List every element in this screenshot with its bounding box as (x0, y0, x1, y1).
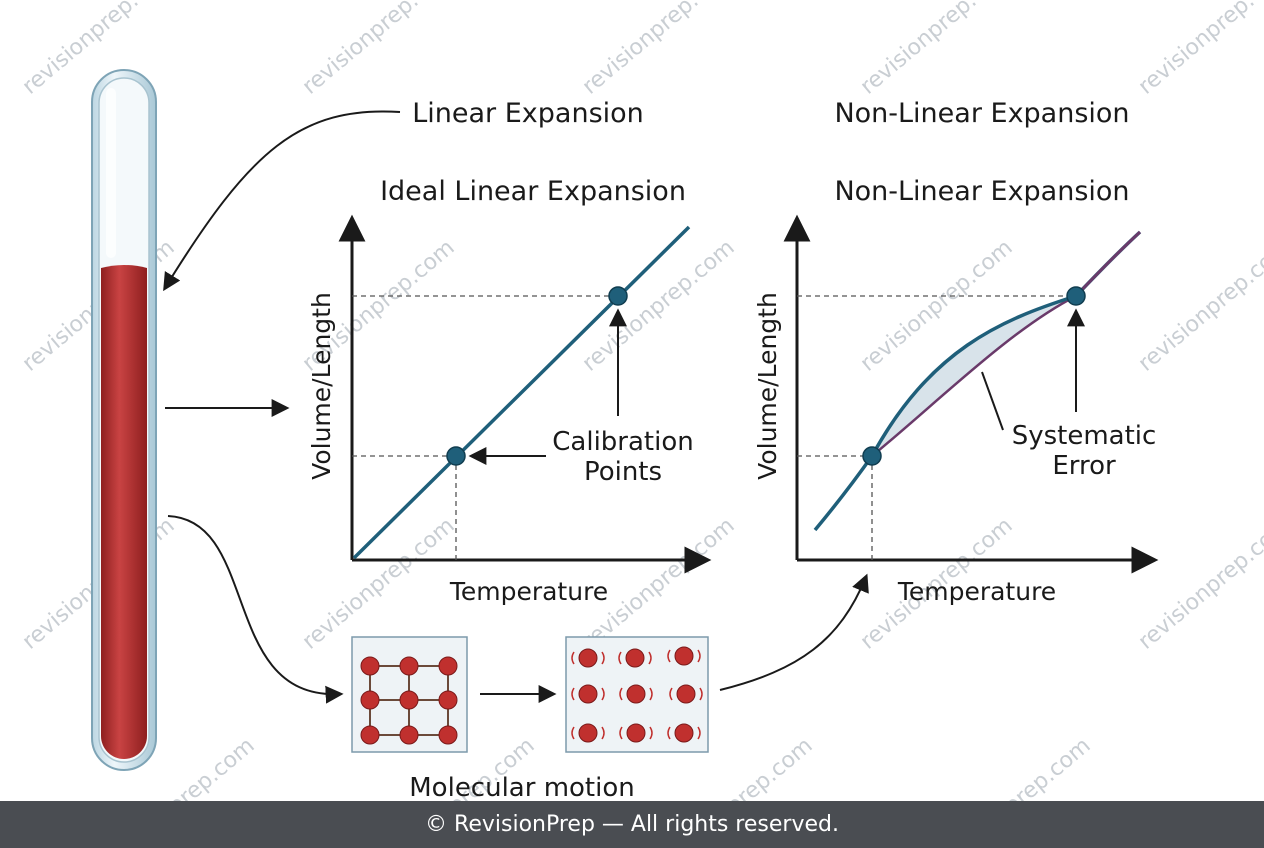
linear-heading: Linear Expansion (412, 98, 644, 129)
liquid-column (101, 265, 147, 759)
vibration-mark (667, 649, 671, 663)
vibration-mark (601, 726, 605, 740)
calibration-point-upper (608, 286, 628, 306)
nonlinear-x-label: Temperature (897, 577, 1056, 606)
vibrating-molecule (626, 684, 646, 704)
molecule (360, 725, 380, 745)
nonlinear-point-lower (862, 446, 882, 466)
vibration-mark (648, 651, 652, 665)
vibration-mark (571, 687, 575, 701)
watermark-text: revisionprep.com (1134, 513, 1264, 654)
copyright-footer: © RevisionPrep — All rights reserved. (0, 801, 1264, 848)
molecule (438, 690, 458, 710)
vibration-mark (619, 687, 623, 701)
watermark-text: revisionprep.com (1134, 235, 1264, 376)
watermark-text: revisionprep.com (856, 235, 1018, 376)
vibration-mark (697, 649, 701, 663)
nonlinear-point-upper (1066, 286, 1086, 306)
vibrating-molecule (674, 723, 694, 743)
calibration-label-line1: Calibration (552, 427, 693, 457)
vibration-mark (571, 651, 575, 665)
vibration-mark (619, 726, 623, 740)
vibrating-molecule (578, 648, 598, 668)
vibrating-molecule (578, 723, 598, 743)
molecule (438, 656, 458, 676)
molecular-motion-label: Molecular motion (409, 773, 634, 803)
watermark-text: revisionprep.com (298, 0, 460, 100)
vibrating-molecule (674, 646, 694, 666)
copyright-text: © RevisionPrep — All rights reserved. (425, 812, 839, 837)
watermark-text: revisionprep.com (1134, 0, 1264, 100)
calibration-point-lower (446, 446, 466, 466)
molecule (399, 725, 419, 745)
linear-chart: Ideal Linear Expansion Volume/Length Tem… (307, 176, 712, 606)
thermometer-tube (91, 69, 157, 771)
linear-reference-segment (871, 294, 1077, 457)
vibration-mark (669, 687, 673, 701)
tube-arrow-to-molecules (167, 515, 344, 704)
vibration-mark (618, 651, 622, 665)
vibrating-molecule (626, 723, 646, 743)
vibration-mark (601, 687, 605, 701)
vibrating-molecules-box (565, 636, 709, 753)
systematic-error-leader (981, 371, 1004, 431)
nonlinear-upper-tail (1074, 230, 1142, 298)
linear-y-label: Volume/Length (307, 292, 336, 480)
vibration-mark (667, 726, 671, 740)
vibration-mark (601, 651, 605, 665)
watermark-text: revisionprep.com (856, 0, 1018, 100)
ordered-molecules-box (351, 636, 468, 753)
vibration-mark (697, 726, 701, 740)
molecule (438, 725, 458, 745)
systematic-error-label-line1: Systematic (1012, 421, 1157, 451)
molecules-to-chart-arrow (719, 573, 869, 691)
vibrating-molecule (625, 648, 645, 668)
calibration-label-line2: Points (584, 457, 662, 487)
tube-arrow-from-heading (163, 110, 401, 292)
vibration-mark (571, 726, 575, 740)
linear-chart-title: Ideal Linear Expansion (380, 176, 686, 207)
molecule (399, 690, 419, 710)
molecule (360, 656, 380, 676)
nonlinear-chart: Non-Linear Expansion Volume/Length Tempe… (753, 176, 1159, 606)
vibrating-molecule (676, 684, 696, 704)
vibration-mark (649, 726, 653, 740)
systematic-error-label-line2: Error (1052, 451, 1116, 481)
linear-expansion-line (352, 225, 691, 560)
watermark-text: revisionprep.com (578, 0, 740, 100)
vibrating-molecule (578, 684, 598, 704)
vibration-mark (649, 687, 653, 701)
molecule (399, 656, 419, 676)
vibration-mark (699, 687, 703, 701)
molecule (360, 690, 380, 710)
nonlinear-heading: Non-Linear Expansion (834, 98, 1129, 129)
nonlinear-chart-title: Non-Linear Expansion (834, 176, 1129, 207)
nonlinear-y-label: Volume/Length (753, 292, 782, 480)
linear-x-label: Temperature (449, 577, 608, 606)
